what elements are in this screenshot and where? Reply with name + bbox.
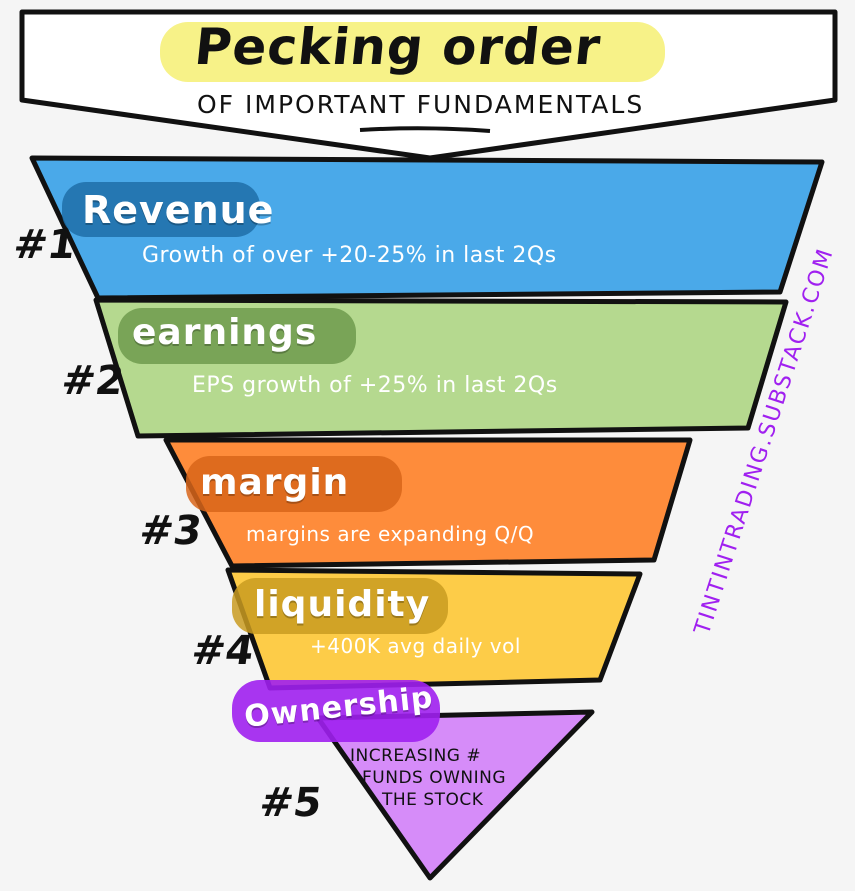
tier-4-rank: #4 (188, 628, 257, 674)
tier-2-band (93, 297, 789, 439)
tier-5-rank: #5 (256, 780, 325, 826)
tier-3-band (163, 437, 693, 569)
title-banner (19, 9, 838, 161)
tier-4-heading: liquidity (254, 584, 431, 625)
page-title: Pecking order (191, 18, 604, 76)
tier-3-description: margins are expanding Q/Q (246, 522, 535, 546)
page-subtitle: of important fundamentals (197, 90, 645, 119)
tier-2-heading: earnings (132, 312, 318, 353)
tier-3-heading: margin (200, 462, 350, 503)
tier-5-description-line-2: funds owning (362, 768, 507, 788)
tier-2-rank: #2 (58, 358, 127, 404)
tier-4-band (225, 567, 643, 691)
tier-5-description-line-1: increasing # (350, 746, 482, 766)
tier-4-description: +400K avg daily vol (310, 634, 521, 658)
tier-5-triangle (232, 680, 595, 881)
tier-2-description: EPS growth of +25% in last 2Qs (192, 373, 558, 398)
tier-3-rank: #3 (136, 508, 205, 554)
tier-1-rank: #1 (10, 222, 79, 268)
tier-1-band (29, 155, 825, 301)
tier-1-heading: Revenue (82, 188, 275, 232)
title-highlight (160, 22, 665, 82)
tier-5-description-line-3: the stock (382, 790, 484, 810)
title-underline (359, 126, 491, 133)
tier-1-description: Growth of over +20-25% in last 2Qs (142, 243, 557, 268)
